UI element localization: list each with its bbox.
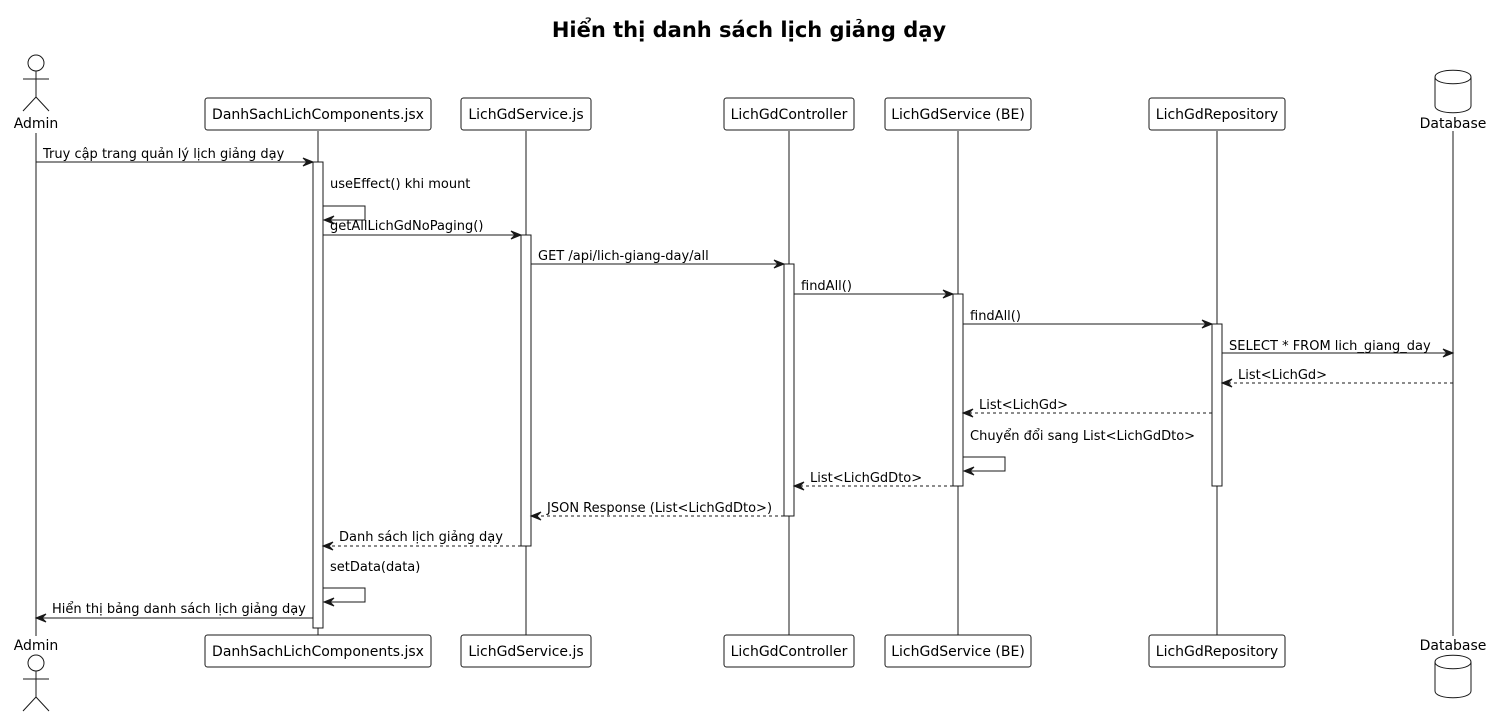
message-arrowhead-0 — [302, 157, 315, 167]
participant-box-frame — [723, 97, 855, 131]
message-arrowhead-8 — [961, 408, 974, 418]
participant-label-repo: LichGdRepository — [1156, 644, 1278, 660]
activation-svcbe — [952, 293, 964, 487]
participant-label-ctrl: LichGdController — [731, 644, 848, 660]
message-arrowhead-12 — [321, 541, 334, 551]
message-arrowhead-13 — [322, 597, 335, 607]
message-line-1 — [323, 205, 366, 221]
participant-box-ctrl: LichGdController — [723, 97, 855, 131]
message-arrowhead-1 — [322, 215, 335, 225]
participant-label-admin: Admin — [14, 638, 59, 654]
participant-box-frame — [884, 634, 1032, 668]
database-cylinder-icon — [1434, 69, 1472, 114]
message-line-9 — [963, 456, 1006, 472]
actor-legs-icon — [22, 696, 50, 712]
participant-box-svcjs: LichGdService.js — [460, 634, 592, 668]
participant-label-db: Database — [1420, 638, 1487, 654]
actor-legs-icon — [22, 96, 50, 112]
actor-head-icon — [27, 54, 45, 72]
participant-box-frame — [1148, 97, 1286, 131]
activation-svcjs — [520, 234, 532, 547]
participant-label-ctrl: LichGdController — [731, 107, 848, 123]
message-line-13 — [323, 587, 366, 603]
actor-admin: Admin — [14, 638, 59, 712]
message-label-1: useEffect() khi mount — [330, 177, 470, 192]
participant-box-svcjs: LichGdService.js — [460, 97, 592, 131]
message-arrowhead-14 — [34, 613, 47, 623]
message-arrowhead-2 — [510, 230, 523, 240]
diagram-title: Hiển thị danh sách lịch giảng dạy — [552, 17, 947, 42]
participant-box-frame — [1148, 634, 1286, 668]
message-label-10: List<LichGdDto> — [810, 471, 922, 486]
participant-box-ctrl: LichGdController — [723, 634, 855, 668]
database-rim-icon — [1434, 76, 1472, 85]
message-label-0: Truy cập trang quản lý lịch giảng dạy — [42, 147, 285, 162]
messages: Truy cập trang quản lý lịch giảng dạy use… — [34, 147, 1455, 623]
message-label-12: Danh sách lịch giảng dạy — [339, 530, 503, 545]
message-label-9: Chuyển đổi sang List<LichGdDto> — [970, 429, 1195, 444]
message-arrowhead-9 — [962, 466, 975, 476]
message-label-2: getAllLichGdNoPaging() — [330, 219, 483, 234]
database-db: Database — [1420, 69, 1487, 132]
activation-ctrl — [783, 263, 795, 517]
message-label-8: List<LichGd> — [979, 398, 1068, 413]
activation-comp — [312, 161, 324, 629]
message-label-11: JSON Response (List<LichGdDto>) — [546, 501, 772, 516]
participant-box-svcbe: LichGdService (BE) — [884, 634, 1032, 668]
activation-bars — [312, 161, 1223, 629]
participant-label-svcjs: LichGdService.js — [468, 107, 583, 123]
participant-label-db: Database — [1420, 116, 1487, 132]
message-label-6: SELECT * FROM lich_giang_day — [1229, 339, 1431, 354]
participant-label-repo: LichGdRepository — [1156, 107, 1278, 123]
message-arrowhead-7 — [1220, 378, 1233, 388]
participant-box-repo: LichGdRepository — [1148, 634, 1286, 668]
message-label-4: findAll() — [801, 279, 852, 294]
message-arrowhead-10 — [792, 481, 805, 491]
participant-box-frame — [460, 97, 592, 131]
actor-admin: Admin — [14, 54, 59, 132]
participant-box-svcbe: LichGdService (BE) — [884, 97, 1032, 131]
message-label-3: GET /api/lich-giang-day/all — [538, 249, 709, 264]
message-arrowhead-4 — [942, 289, 955, 299]
message-label-14: Hiển thị bảng danh sách lịch giảng dạy — [52, 602, 306, 617]
activation-repo — [1211, 323, 1223, 487]
message-arrowhead-11 — [529, 511, 542, 521]
message-label-5: findAll() — [970, 309, 1021, 324]
participants: AdminAdminDanhSachLichComponents.jsxDanh… — [14, 54, 1487, 712]
participant-label-comp: DanhSachLichComponents.jsx — [212, 644, 424, 660]
participant-box-comp: DanhSachLichComponents.jsx — [204, 634, 432, 668]
participant-box-frame — [723, 634, 855, 668]
participant-label-admin: Admin — [14, 116, 59, 132]
participant-box-frame — [204, 634, 432, 668]
participant-box-frame — [884, 97, 1032, 131]
actor-head-icon — [27, 654, 45, 672]
participant-label-svcbe: LichGdService (BE) — [891, 107, 1025, 123]
participant-label-svcjs: LichGdService.js — [468, 644, 583, 660]
database-cylinder-icon — [1434, 654, 1472, 699]
participant-box-frame — [460, 634, 592, 668]
participant-label-comp: DanhSachLichComponents.jsx — [212, 107, 424, 123]
message-label-7: List<LichGd> — [1238, 368, 1327, 383]
database-rim-icon — [1434, 661, 1472, 670]
message-arrowhead-5 — [1201, 319, 1214, 329]
message-label-13: setData(data) — [330, 560, 420, 575]
participant-label-svcbe: LichGdService (BE) — [891, 644, 1025, 660]
participant-box-repo: LichGdRepository — [1148, 97, 1286, 131]
participant-box-frame — [204, 97, 432, 131]
message-arrowhead-3 — [773, 259, 786, 269]
database-db: Database — [1420, 638, 1487, 699]
message-arrowhead-6 — [1442, 348, 1455, 358]
participant-box-comp: DanhSachLichComponents.jsx — [204, 97, 432, 131]
